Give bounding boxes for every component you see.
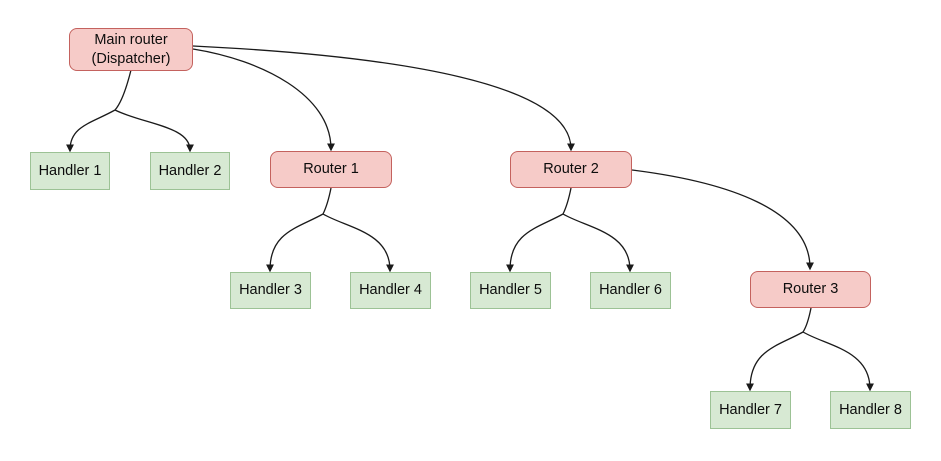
edge-router-2-to-handler-6 [562,213,634,273]
node-handler-1: Handler 1 [30,152,110,190]
edge-stem-router-1 [322,187,332,215]
node-handler-5: Handler 5 [470,272,551,309]
node-handler-4: Handler 4 [350,272,431,309]
edge-router-2-to-handler-5 [506,213,564,273]
edge-router-3-to-handler-7 [746,331,804,392]
node-handler-6: Handler 6 [590,272,671,309]
node-router-3: Router 3 [750,271,871,308]
edge-main-to-handler-1 [66,109,116,153]
edge-main-to-handler-2 [114,109,194,153]
node-handler-8: Handler 8 [830,391,911,429]
node-handler-2: Handler 2 [150,152,230,190]
edge-router-3-to-handler-8 [802,331,874,392]
edge-router-2-to-router-3 [631,169,814,271]
node-main-router: Main router (Dispatcher) [69,28,193,71]
edge-stem-router-3 [802,307,812,333]
edge-router-1-to-handler-3 [266,213,324,273]
edge-main-to-router-1 [192,48,335,152]
edge-stem-router-2 [562,187,572,215]
node-router-2: Router 2 [510,151,632,188]
edge-main-to-router-2 [192,45,575,152]
edge-stem-main-router [114,69,132,111]
node-handler-7: Handler 7 [710,391,791,429]
node-router-1: Router 1 [270,151,392,188]
edge-router-1-to-handler-4 [322,213,394,273]
node-handler-3: Handler 3 [230,272,311,309]
